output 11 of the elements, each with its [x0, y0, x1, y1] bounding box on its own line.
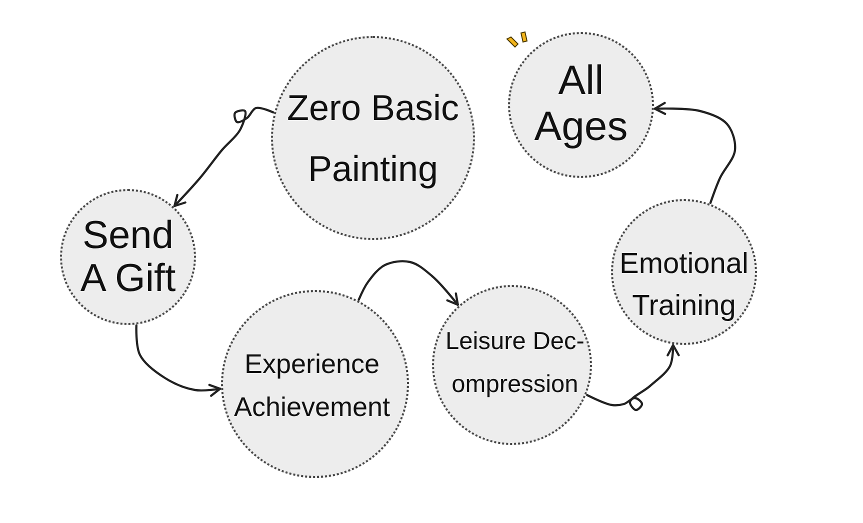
curved-arrow — [358, 260, 459, 306]
node-label: Emotional Training — [618, 246, 750, 324]
curved-arrow — [135, 324, 222, 397]
curved-arrow — [586, 344, 680, 412]
node-label: Leisure Dec- ompression — [444, 327, 586, 400]
node-label: Experience Achievement — [232, 348, 392, 424]
node-label: Zero Basic Painting — [286, 86, 460, 191]
curved-arrow — [654, 102, 736, 204]
curved-arrow — [173, 106, 274, 208]
node-label: Send A Gift — [79, 215, 177, 301]
node-label: All Ages — [533, 58, 629, 150]
